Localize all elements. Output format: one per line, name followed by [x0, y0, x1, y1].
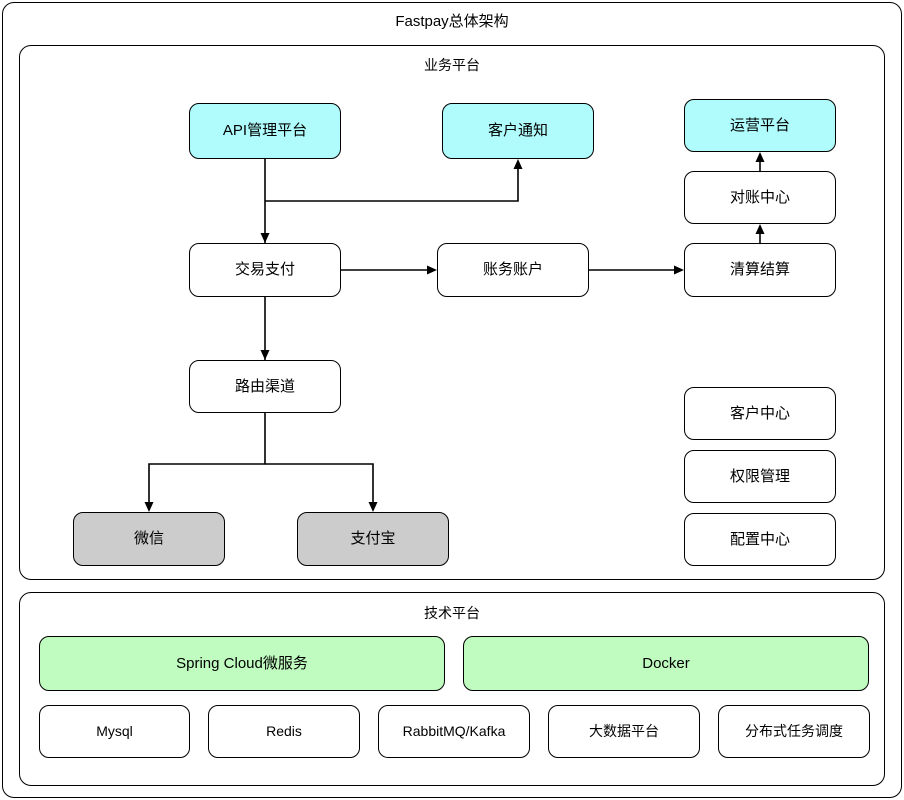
node-clearing-settlement[interactable]: 清算结算: [684, 243, 836, 297]
node-wechat[interactable]: 微信: [73, 512, 225, 566]
node-ops-platform[interactable]: 运营平台: [684, 99, 836, 152]
node-customer-notify[interactable]: 客户通知: [442, 103, 594, 159]
node-customer-center[interactable]: 客户中心: [684, 387, 836, 440]
node-mysql[interactable]: Mysql: [39, 705, 190, 758]
node-config-center[interactable]: 配置中心: [684, 513, 836, 566]
node-routing-channel[interactable]: 路由渠道: [189, 360, 341, 413]
node-bigdata-platform[interactable]: 大数据平台: [548, 705, 700, 758]
node-redis[interactable]: Redis: [208, 705, 360, 758]
node-api-platform[interactable]: API管理平台: [189, 103, 341, 159]
node-alipay[interactable]: 支付宝: [297, 512, 449, 566]
tech-platform-title: 技术平台: [424, 605, 480, 621]
node-rabbitmq-kafka[interactable]: RabbitMQ/Kafka: [378, 705, 530, 758]
node-spring-cloud[interactable]: Spring Cloud微服务: [39, 636, 445, 691]
node-account-ledger[interactable]: 账务账户: [437, 243, 589, 297]
business-platform-title: 业务平台: [424, 57, 480, 73]
node-permission-mgmt[interactable]: 权限管理: [684, 450, 836, 503]
node-distributed-scheduler[interactable]: 分布式任务调度: [718, 705, 870, 758]
diagram-title: Fastpay总体架构: [395, 13, 509, 30]
node-recon-center[interactable]: 对账中心: [684, 171, 836, 224]
node-docker[interactable]: Docker: [463, 636, 869, 691]
node-transaction-payment[interactable]: 交易支付: [189, 243, 341, 297]
